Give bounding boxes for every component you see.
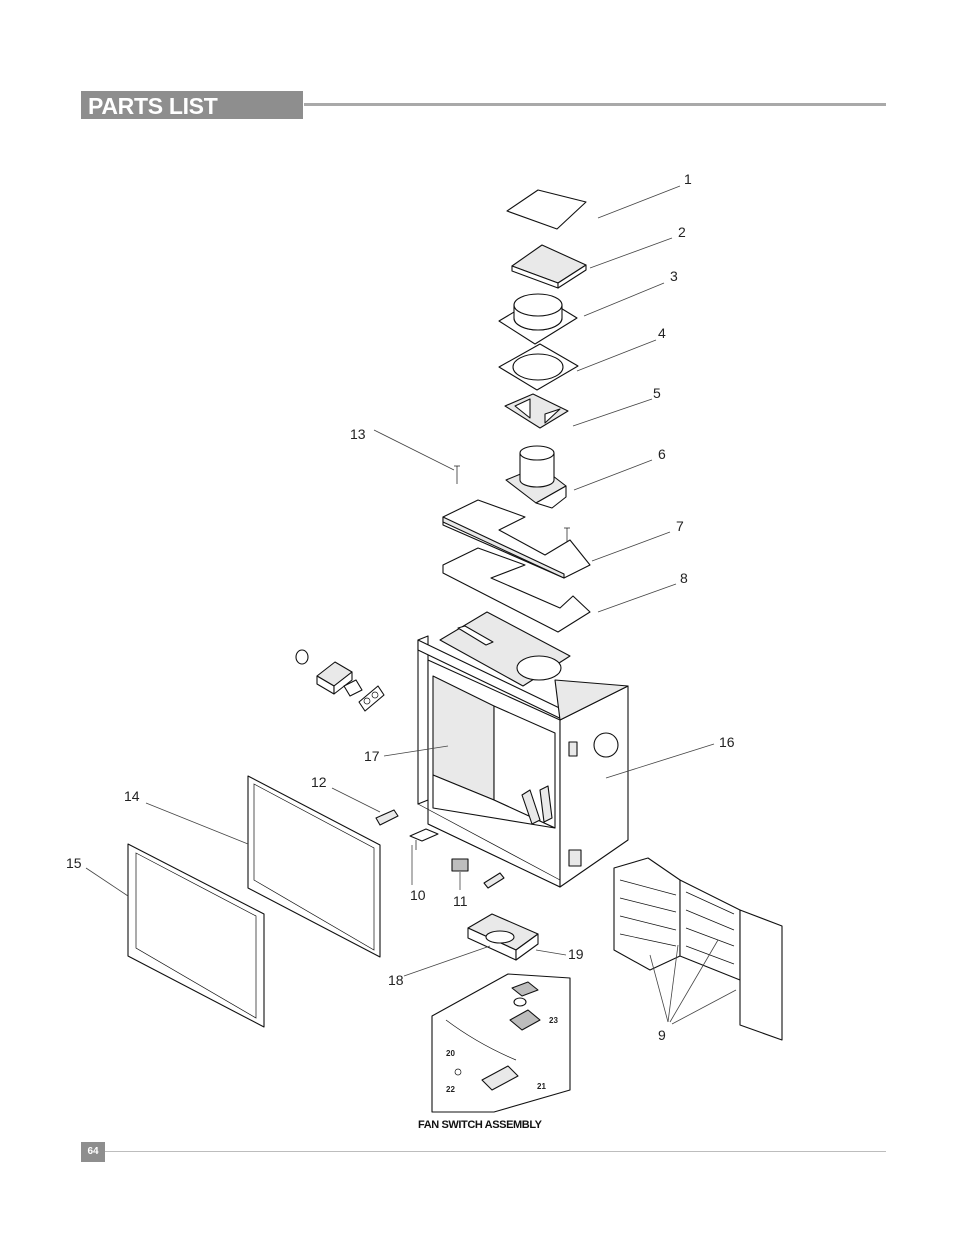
callout-19: 19 xyxy=(568,946,584,962)
callout-7: 7 xyxy=(676,518,684,534)
part-12-switch xyxy=(375,809,399,826)
part-3-collar-plate xyxy=(498,293,578,345)
callout-10: 10 xyxy=(410,887,426,903)
callout-3: 3 xyxy=(670,268,678,284)
header-band xyxy=(81,91,303,119)
callout-2: 2 xyxy=(678,224,686,240)
part-14-glass-frame xyxy=(247,775,381,958)
junction-box-parts xyxy=(295,649,385,712)
callout-20: 20 xyxy=(446,1049,455,1058)
leader-lines xyxy=(85,185,737,1025)
part-7-top-panel xyxy=(442,499,591,579)
part-5-bracket xyxy=(504,393,569,429)
inset-caption: FAN SWITCH ASSEMBLY xyxy=(418,1119,543,1131)
part-4-gasket xyxy=(498,343,579,391)
callout-22: 22 xyxy=(446,1085,455,1094)
callout-1: 1 xyxy=(684,171,692,187)
callout-8: 8 xyxy=(680,570,688,586)
callout-18: 18 xyxy=(388,972,404,988)
header-rule xyxy=(304,103,886,106)
part-11-sensor xyxy=(451,858,505,889)
part-17-firebox xyxy=(417,611,629,888)
callout-4: 4 xyxy=(658,325,666,341)
part-6-flue-adapter xyxy=(505,445,567,509)
callout-labels: 1 2 3 4 5 6 7 8 9 10 11 12 13 14 15 16 1… xyxy=(66,171,735,1131)
callout-21: 21 xyxy=(537,1082,546,1091)
callout-23: 23 xyxy=(549,1016,558,1025)
part-1-top-plate xyxy=(506,189,587,230)
page-title: PARTS LIST xyxy=(88,93,218,119)
callout-13: 13 xyxy=(350,426,366,442)
part-9-brick-liner xyxy=(613,857,783,1041)
part-13-screw xyxy=(454,465,460,484)
callout-6: 6 xyxy=(658,446,666,462)
callout-12: 12 xyxy=(311,774,327,790)
part-15-front-surround xyxy=(127,843,265,1028)
callout-16: 16 xyxy=(719,734,735,750)
callout-15: 15 xyxy=(66,855,82,871)
footer-rule xyxy=(105,1151,886,1152)
callout-11: 11 xyxy=(453,893,468,909)
part-8-insulation-panel xyxy=(442,547,591,633)
page-number: 64 xyxy=(81,1142,105,1162)
callout-5: 5 xyxy=(653,385,661,401)
callout-9: 9 xyxy=(658,1027,666,1043)
part-2-insulation xyxy=(511,244,587,289)
part-18-blower xyxy=(467,913,539,961)
part-10-bracket xyxy=(409,828,439,850)
fan-switch-inset xyxy=(431,973,571,1113)
callout-17: 17 xyxy=(364,748,380,764)
callout-14: 14 xyxy=(124,788,140,804)
